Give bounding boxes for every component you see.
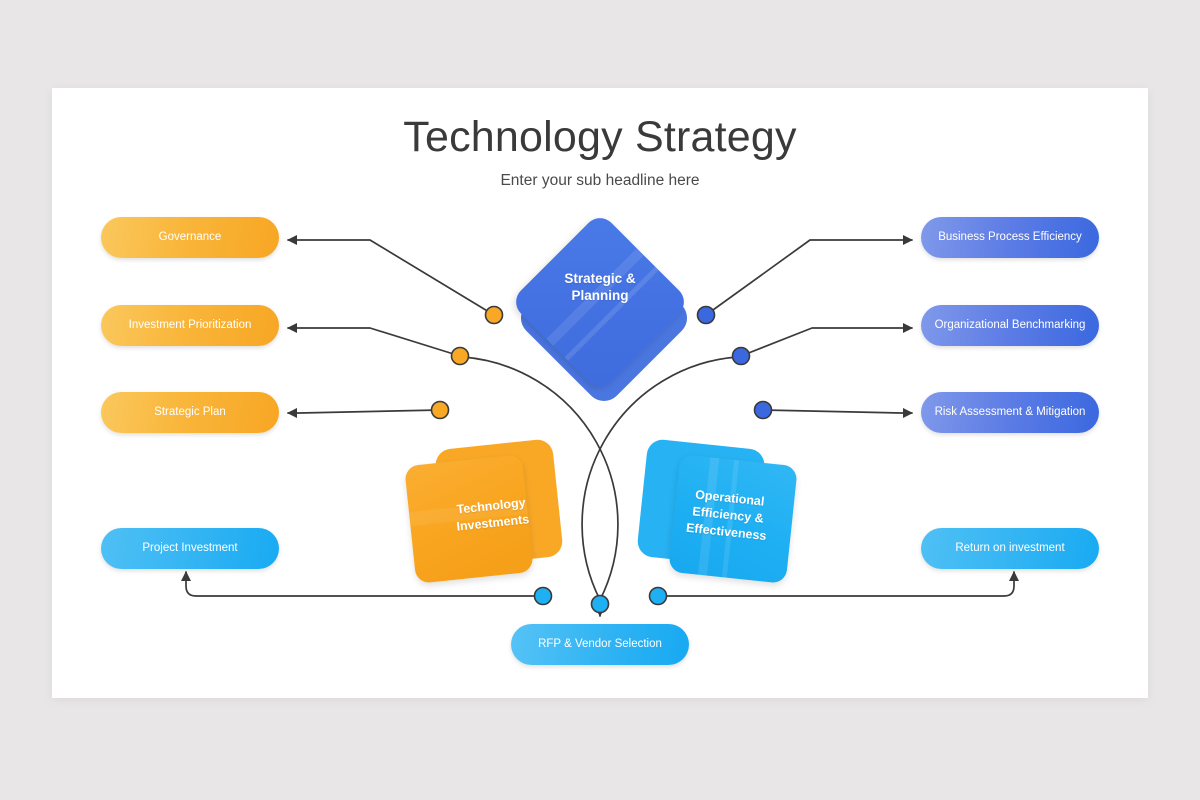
arc-node-r3 — [753, 400, 773, 420]
arc-node-l1 — [484, 305, 504, 325]
wire-business-process-efficiency — [705, 234, 914, 316]
pill-strategic-plan[interactable]: Strategic Plan — [101, 392, 279, 433]
pill-label: Project Investment — [142, 541, 238, 554]
pill-label: Business Process Efficiency — [938, 230, 1082, 243]
pill-label: Investment Prioritization — [128, 318, 252, 331]
arc-left — [462, 356, 619, 601]
pill-rfp-vendor-selection[interactable]: RFP & Vendor Selection — [511, 624, 689, 665]
wire-project-investment — [180, 570, 544, 597]
pill-label: Organizational Benchmarking — [934, 318, 1086, 331]
pill-governance[interactable]: Governance — [101, 217, 279, 258]
wire-investment-prioritization — [286, 322, 461, 357]
wire-organizational-benchmarking — [740, 322, 914, 357]
arc-node-l2 — [450, 346, 470, 366]
wire-return-on-investment — [657, 570, 1020, 597]
arc-node-l3 — [430, 400, 450, 420]
page-subtitle: Enter your sub headline here — [500, 172, 700, 189]
pill-label: Return on investment — [955, 541, 1065, 554]
pill-organizational-benchmarking[interactable]: Organizational Benchmarking — [921, 305, 1099, 346]
pill-investment-prioritization[interactable]: Investment Prioritization — [101, 305, 279, 346]
wire-strategic-plan — [286, 407, 441, 419]
pill-project-investment[interactable]: Project Investment — [101, 528, 279, 569]
pill-label: RFP & Vendor Selection — [538, 637, 662, 650]
arc-right — [581, 356, 738, 601]
pill-label: Governance — [158, 230, 222, 243]
arc-nodes — [430, 305, 773, 614]
arc-node-b1 — [533, 586, 553, 606]
center-node-label-strategic-planning: Strategic &Planning — [564, 271, 636, 304]
arc-node-b3 — [648, 586, 668, 606]
pill-label: Strategic Plan — [154, 405, 226, 418]
pill-label: Risk Assessment & Mitigation — [934, 405, 1086, 418]
pill-business-process-efficiency[interactable]: Business Process Efficiency — [921, 217, 1099, 258]
pill-return-on-investment[interactable]: Return on investment — [921, 528, 1099, 569]
arc-node-b2 — [590, 594, 610, 614]
pill-risk-assessment-mitigation[interactable]: Risk Assessment & Mitigation — [921, 392, 1099, 433]
page-title: Technology Strategy — [403, 113, 797, 161]
arc-node-r1 — [696, 305, 716, 325]
wire-governance — [286, 234, 495, 316]
arc-node-r2 — [731, 346, 751, 366]
wire-risk-assessment — [762, 407, 914, 419]
